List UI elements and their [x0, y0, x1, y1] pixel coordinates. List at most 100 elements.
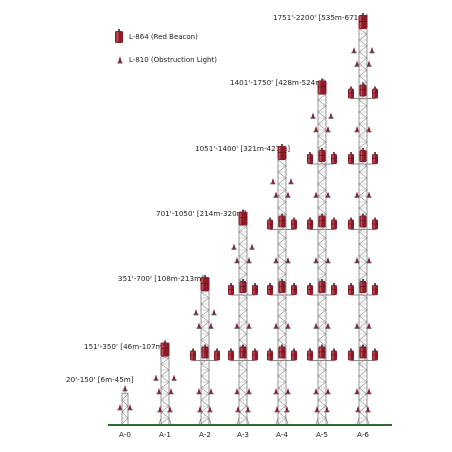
range-label-a1: 151'-350' [46m-107m]: [84, 342, 166, 351]
tower-label-a4: A-4: [276, 430, 288, 439]
obstruction-light: [245, 406, 251, 413]
side-beacon: [372, 86, 378, 99]
side-beacon: [307, 283, 313, 295]
range-label-a0: 20'-150' [6m-45m]: [66, 375, 134, 384]
side-beacon: [307, 348, 313, 361]
side-beacon: [348, 86, 354, 99]
side-beacon: [252, 283, 258, 295]
obstruction-light: [366, 322, 372, 329]
obstruction-light: [355, 406, 361, 413]
obstruction-light: [314, 406, 320, 413]
side-beacon: [331, 283, 337, 295]
obstruction-light: [313, 126, 319, 133]
legend-obstruction: L-810 (Obstruction Light): [116, 55, 217, 64]
obstruction-light-icon: [117, 56, 123, 64]
obstruction-light: [249, 243, 255, 250]
obstruction-light: [207, 406, 213, 413]
center-beacon: [359, 213, 367, 228]
side-beacon: [331, 217, 337, 230]
tower-a-1: [153, 340, 177, 425]
side-beacon: [372, 217, 378, 230]
obstruction-light: [193, 309, 199, 316]
obstruction-light: [313, 388, 319, 395]
obstruction-light: [127, 404, 133, 411]
center-beacon: [318, 148, 326, 162]
obstruction-light: [366, 388, 372, 395]
side-beacon: [190, 348, 196, 361]
tower-top-beacon: [238, 209, 248, 226]
side-beacon: [267, 283, 273, 295]
obstruction-light: [167, 406, 173, 413]
side-beacon: [331, 348, 337, 361]
side-beacon: [267, 217, 273, 230]
side-beacon: [372, 152, 378, 164]
side-beacon: [228, 283, 234, 295]
tower-top-beacon: [200, 275, 210, 291]
obstruction-light: [313, 191, 319, 198]
obstruction-light: [196, 388, 202, 395]
tower-a-4: [267, 144, 297, 425]
obstruction-light: [325, 257, 331, 264]
obstruction-light: [197, 406, 203, 413]
obstruction-light: [196, 322, 202, 329]
obstruction-light: [354, 257, 360, 264]
obstruction-light: [366, 257, 372, 264]
range-label-a4: 1051'-1400' [321m-427m]: [195, 144, 291, 153]
obstruction-light: [354, 322, 360, 329]
tower-a-0: [117, 385, 133, 425]
obstruction-light: [273, 322, 279, 329]
side-beacon: [291, 217, 297, 230]
obstruction-light: [285, 191, 291, 198]
side-beacon: [348, 152, 354, 164]
obstruction-light: [273, 257, 279, 264]
center-beacon: [359, 82, 367, 97]
range-label-a3: 701'-1050' [214m-320m]: [156, 209, 247, 218]
obstruction-light: [246, 257, 252, 264]
obstruction-light: [274, 406, 280, 413]
side-beacon: [348, 217, 354, 230]
side-beacon: [372, 348, 378, 361]
obstruction-light: [157, 406, 163, 413]
obstruction-light: [273, 191, 279, 198]
center-beacon: [359, 148, 367, 162]
center-beacon: [239, 344, 247, 359]
center-beacon: [359, 344, 367, 359]
tower-a-2: [190, 275, 220, 425]
range-label-a5: 1401'-1750' [428m-524m]: [230, 78, 326, 87]
tower-top-beacon: [160, 340, 170, 357]
obstruction-light: [366, 191, 372, 198]
obstruction-light: [246, 388, 252, 395]
center-beacon: [201, 344, 209, 359]
obstruction-light: [270, 178, 276, 185]
range-label-a2: 351'-700' [108m-213m]: [118, 274, 204, 283]
tower-label-a6: A-6: [357, 430, 369, 439]
tower-top-beacon: [358, 13, 368, 29]
obstruction-light: [366, 60, 372, 67]
obstruction-light: [325, 388, 331, 395]
tower-label-a5: A-5: [316, 430, 328, 439]
obstruction-light: [208, 322, 214, 329]
center-beacon: [239, 279, 247, 293]
tower-a-6: [348, 13, 378, 425]
center-beacon: [359, 279, 367, 293]
side-beacon: [291, 348, 297, 361]
obstruction-light: [354, 388, 360, 395]
obstruction-light: [168, 388, 174, 395]
obstruction-light: [171, 374, 177, 381]
center-beacon: [278, 279, 286, 293]
obstruction-light: [351, 47, 357, 54]
obstruction-light: [273, 388, 279, 395]
obstruction-light: [211, 309, 217, 316]
side-beacon: [372, 283, 378, 295]
obstruction-light: [369, 47, 375, 54]
obstruction-light: [365, 406, 371, 413]
side-beacon: [307, 217, 313, 230]
tower-top-beacon: [317, 78, 327, 95]
obstruction-light: [234, 257, 240, 264]
tower-label-a0: A-0: [119, 430, 131, 439]
center-beacon: [278, 344, 286, 359]
side-beacon: [348, 283, 354, 295]
tower-a-5: [307, 78, 337, 425]
side-beacon: [267, 348, 273, 361]
